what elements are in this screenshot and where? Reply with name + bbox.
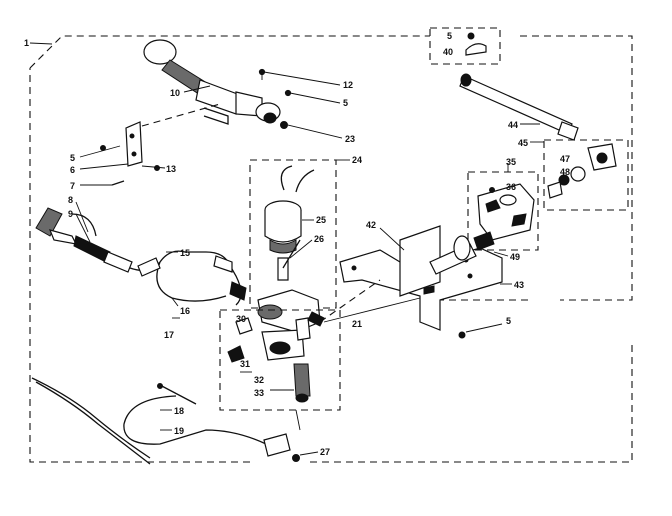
solenoid-25: [264, 165, 315, 254]
burner-tube-10: [143, 39, 281, 125]
label-32: 32: [254, 375, 264, 385]
label-1: 1: [24, 38, 29, 48]
tube-44: [459, 73, 579, 141]
label-13: 13: [166, 164, 176, 174]
plug-33: [293, 363, 311, 397]
label-30: 30: [236, 314, 246, 324]
valve-box-35: [467, 171, 539, 251]
label-8: 8: [68, 195, 73, 205]
screw-5a: [284, 89, 292, 97]
screw-5c: [458, 331, 466, 339]
label-25: 25: [316, 215, 326, 225]
fittings-47-48: [547, 143, 617, 199]
label-6: 6: [70, 165, 75, 175]
label-19: 19: [174, 426, 184, 436]
label-33: 33: [254, 388, 264, 398]
label-40: 40: [443, 47, 453, 57]
label-5-top: 5: [447, 31, 452, 41]
label-16: 16: [180, 306, 190, 316]
clip-box: [429, 27, 501, 65]
label-49: 49: [510, 252, 520, 262]
label-24: 24: [352, 155, 362, 165]
screw-13: [154, 165, 160, 171]
bracket-6: [125, 121, 143, 167]
label-31: 31: [240, 359, 250, 369]
label-21: 21: [352, 319, 362, 329]
stem-26: [277, 239, 301, 281]
label-42: 42: [366, 220, 376, 230]
label-5c: 5: [506, 316, 511, 326]
thermocouple-wire: [31, 377, 151, 465]
label-7: 7: [70, 181, 75, 191]
nut-31: [227, 345, 245, 363]
leader-1: [29, 42, 53, 45]
label-43: 43: [514, 280, 524, 290]
pilot-assembly-8: [35, 207, 133, 273]
seal-49: [429, 231, 495, 275]
label-26: 26: [314, 234, 324, 244]
label-5a: 5: [343, 98, 348, 108]
label-44: 44: [508, 120, 518, 130]
screw-7: [111, 180, 125, 186]
control-valve-36: [477, 183, 535, 241]
wire-19: [123, 383, 267, 445]
label-48: 48: [560, 167, 570, 177]
label-15: 15: [180, 248, 190, 258]
gas-valve: [257, 289, 325, 361]
clip-40: [465, 43, 487, 56]
label-17: 17: [164, 330, 174, 340]
connector-27: [263, 433, 291, 457]
nut-23: [280, 121, 288, 129]
label-45: 45: [518, 138, 528, 148]
label-36: 36: [506, 182, 516, 192]
fitting-15: [137, 257, 161, 277]
screw-21: [423, 285, 435, 295]
screw-top: [467, 32, 475, 40]
label-47: 47: [560, 154, 570, 164]
mounting-plate-43: [339, 225, 503, 331]
label-27: 27: [320, 447, 330, 457]
label-5b: 5: [70, 153, 75, 163]
label-23: 23: [345, 134, 355, 144]
fitting-box: [219, 309, 341, 411]
label-10: 10: [170, 88, 180, 98]
nut-30: [235, 317, 253, 335]
assembly-frame: [29, 35, 633, 463]
label-9: 9: [68, 209, 73, 219]
label-35: 35: [506, 157, 516, 167]
fitting-box-45: [543, 139, 629, 211]
label-18: 18: [174, 406, 184, 416]
label-12: 12: [343, 80, 353, 90]
